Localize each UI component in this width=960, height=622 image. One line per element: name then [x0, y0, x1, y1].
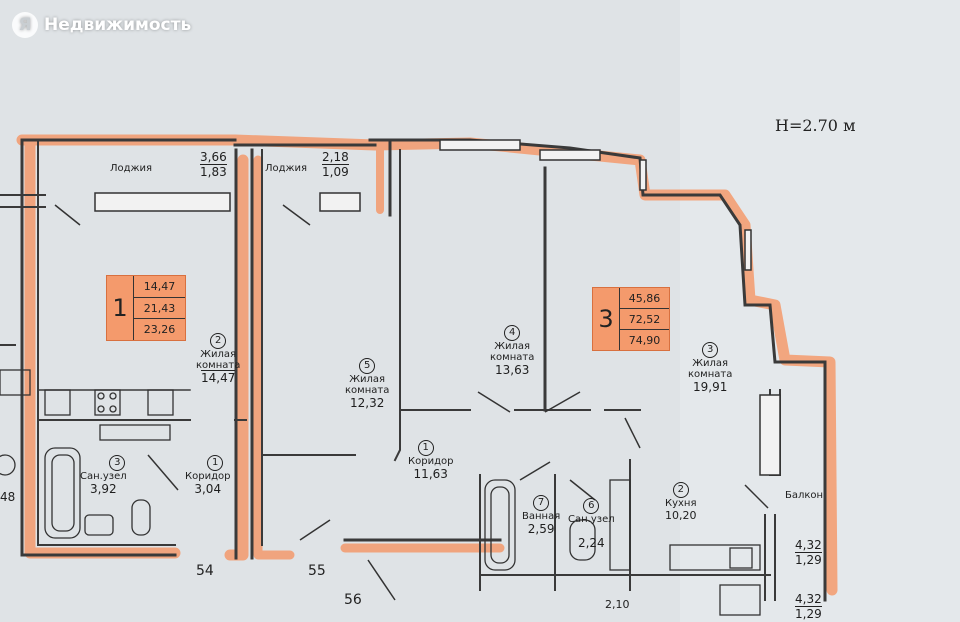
balcony-area-lower: 4,32 1,29 [795, 592, 822, 621]
partial-area-left: 48 [0, 490, 16, 504]
apartment-area: 23,26 [133, 319, 185, 341]
watermark: Я Недвижимость [12, 12, 191, 38]
apartment-tag-3: 3 45,86 72,52 74,90 [592, 287, 670, 351]
room-index: 2 [672, 482, 689, 498]
ceiling-height: H=2.70 м [775, 116, 856, 135]
room-label: 7 Ванная 2,59 [522, 495, 561, 536]
room-index: 6 [583, 498, 600, 514]
apartment-tag-1: 1 14,47 21,43 23,26 [106, 275, 186, 341]
balcony-area: 4,32 1,29 [795, 538, 822, 567]
room-index: 2 [210, 333, 227, 349]
room-label: 1 Коридор 11,63 [408, 440, 454, 481]
room-index: 3 [109, 455, 126, 471]
room-index: 1 [207, 455, 224, 471]
section-number: 54 [196, 563, 214, 579]
loggia-area: 2,18 1,09 [322, 150, 349, 179]
room-label: 2 Кухня 10,20 [665, 482, 697, 522]
apartment-number: 1 [112, 294, 128, 322]
section-number: 55 [308, 563, 326, 579]
section-number: 56 [344, 592, 362, 608]
loggia-label: Лоджия [110, 163, 153, 174]
loggia-area: 3,66 1,83 [200, 150, 227, 179]
room-index: 5 [359, 358, 376, 374]
doors [54, 204, 769, 601]
apartment-area: 14,47 [133, 276, 185, 298]
room-index: 1 [417, 440, 434, 456]
room-label: 1 Коридор 3,04 [185, 455, 231, 496]
watermark-text: Недвижимость [44, 15, 192, 35]
fixtures [0, 369, 761, 616]
walls [0, 138, 827, 602]
room-label: 3 Сан.узел 3,92 [80, 455, 127, 496]
yandex-logo-icon: Я [12, 12, 38, 38]
loggia-label: Лоджия [265, 163, 308, 174]
apartment-area: 21,43 [133, 297, 185, 320]
balcony-label: Балкон [785, 490, 824, 501]
room-index: 7 [533, 495, 550, 511]
room-index: 4 [504, 325, 521, 341]
partial-area-lower: 2,10 [605, 598, 630, 611]
apartment-area: 72,52 [619, 309, 669, 330]
room-index: 3 [702, 342, 719, 358]
apartment-area: 74,90 [619, 330, 669, 350]
apartment-area: 45,86 [619, 288, 669, 309]
room-label: 6 Сан.узел 2,24 [568, 498, 615, 550]
windows [94, 139, 781, 476]
apartment-number: 3 [598, 305, 614, 333]
